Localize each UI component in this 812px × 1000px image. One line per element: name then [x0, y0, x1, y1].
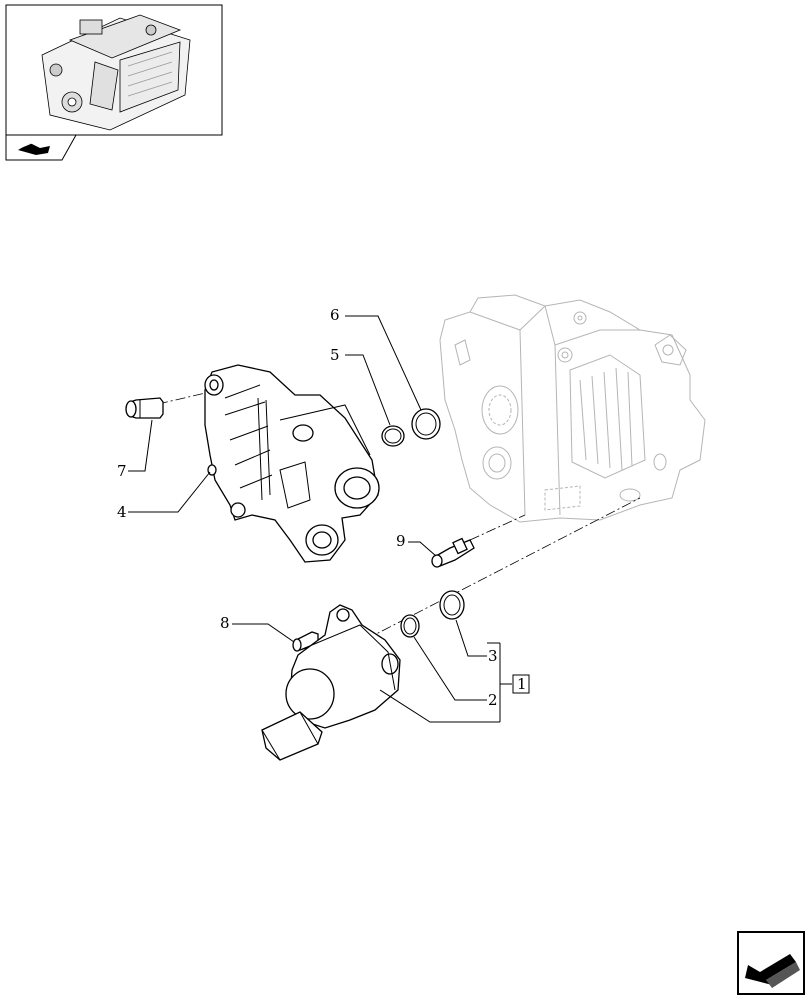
leader-bracket [487, 642, 512, 722]
leader-8 [232, 623, 295, 643]
callout-5: 5 [330, 346, 340, 364]
callout-8: 8 [220, 614, 230, 632]
leader-1-part [379, 689, 500, 723]
callout-labels: 1 2 3 4 5 6 7 8 9 [117, 306, 530, 709]
callout-2: 2 [488, 691, 498, 709]
leader-9 [408, 541, 437, 557]
callout-6: 6 [330, 306, 340, 324]
part-4-housing [204, 364, 380, 563]
engine-thumbnail-icon [41, 14, 191, 131]
leader-6 [345, 315, 422, 411]
leader-lines [128, 315, 512, 723]
callout-3: 3 [488, 647, 498, 665]
next-page-arrow-icon[interactable] [737, 931, 805, 995]
callout-4: 4 [117, 503, 127, 521]
callout-1-box [512, 674, 530, 694]
previous-page-arrow-icon[interactable] [18, 141, 50, 155]
leader-5 [345, 354, 391, 426]
part-2-seal [400, 614, 420, 638]
engine-thumbnail[interactable] [5, 4, 223, 161]
pump-body-ghost [439, 294, 706, 523]
part-9-sensor [431, 537, 475, 568]
part-6-o-ring [411, 408, 441, 440]
part-3-seal [439, 590, 465, 620]
part-5-o-ring [381, 425, 405, 447]
callout-1: 1 [517, 675, 527, 693]
callout-7: 7 [117, 462, 127, 480]
callout-9: 9 [396, 532, 406, 550]
part-1-valve-assembly [261, 604, 401, 761]
leader-3 [455, 619, 487, 657]
leader-2 [413, 636, 487, 701]
leader-7 [128, 419, 153, 472]
leader-4 [128, 471, 211, 513]
part-7-bolt [125, 397, 164, 419]
